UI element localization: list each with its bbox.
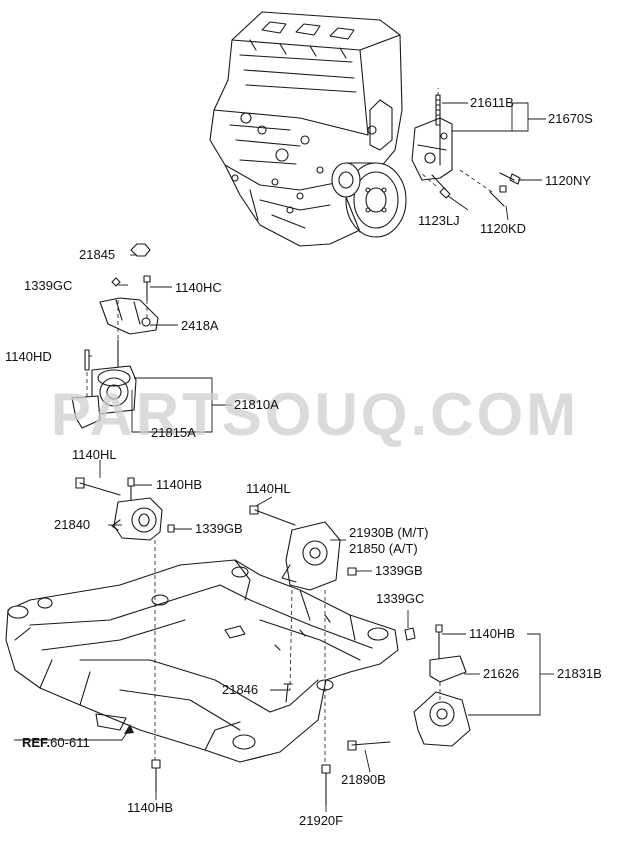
label-21920F[interactable]: 21920F [299,813,344,828]
label-21840[interactable]: 21840 [54,517,91,532]
ref-arrowhead [124,724,134,734]
label-2418A[interactable]: 2418A [181,318,219,333]
label-21846[interactable]: 21846 [222,682,259,697]
label-21890B[interactable]: 21890B [341,772,386,787]
label-1339GC-right[interactable]: 1339GC [376,591,425,606]
label-21670S[interactable]: 21670S [548,111,593,126]
label-21850-at[interactable]: 21850 (A/T) [349,541,418,556]
label-21930B-mt[interactable]: 21930B (M/T) [349,525,429,540]
label-1140HL-right[interactable]: 1140HL [246,481,291,496]
engine-block [209,11,407,247]
label-21845[interactable]: 21845 [79,247,116,262]
label-21831B[interactable]: 21831B [557,666,602,681]
left-engine-mount [71,243,159,429]
rear-mount-21930B [249,505,357,591]
right-mount-21831B [347,624,471,751]
label-1339GC-top[interactable]: 1339GC [24,278,73,293]
reference-prefix: REF. [22,735,51,750]
alignment-lines [86,88,493,765]
label-21815A[interactable]: 21815A [151,425,196,440]
label-1339GB-right[interactable]: 1339GB [375,563,423,578]
label-1140HC[interactable]: 1140HC [175,280,222,295]
subframe [5,559,399,763]
label-1140HB-upper[interactable]: 1140HB [156,477,203,492]
label-1140HB-right[interactable]: 1140HB [469,626,516,641]
label-1120KD[interactable]: 1120KD [480,221,527,236]
label-1120NY[interactable]: 1120NY [545,173,592,188]
label-21626[interactable]: 21626 [483,666,520,681]
label-21810A[interactable]: 21810A [234,397,279,412]
label-21611B[interactable]: 21611B [470,95,514,110]
label-1140HD[interactable]: 1140HD [5,349,52,364]
engine-bracket [411,94,521,207]
label-1123LJ[interactable]: 1123LJ [418,213,460,228]
label-1140HL-left[interactable]: 1140HL [72,447,117,462]
label-1140HB-bottom[interactable]: 1140HB [127,800,174,815]
reference-label[interactable]: REF.60-611 [22,735,90,750]
reference-value: 60-611 [50,735,90,750]
label-1339GB-left[interactable]: 1339GB [195,521,243,536]
front-mount-21840 [75,477,175,541]
bottom-bolts [151,759,331,806]
